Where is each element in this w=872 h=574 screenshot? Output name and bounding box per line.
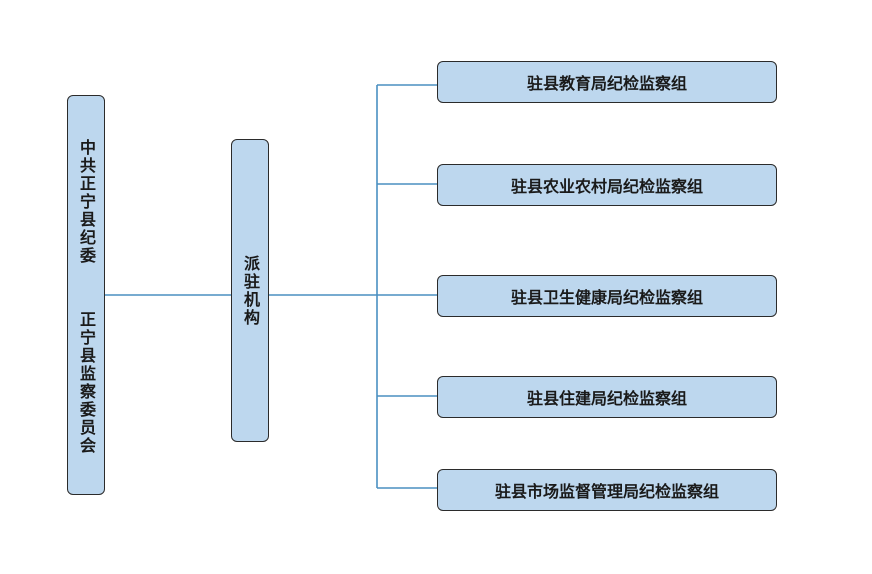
middle-node-label: 派驻机构 <box>241 254 260 327</box>
group-node-label: 驻县市场监督管理局纪检监察组 <box>494 482 719 501</box>
group-node-label: 驻县农业农村局纪检监察组 <box>510 177 703 196</box>
root-node-discipline-commission: 中共正宁县纪委 正宁县监察委员会 <box>67 95 105 495</box>
root-node-label-2: 正宁县监察委员会 <box>77 311 96 455</box>
group-node-education: 驻县教育局纪检监察组 <box>437 61 777 103</box>
group-node-agriculture: 驻县农业农村局纪检监察组 <box>437 164 777 206</box>
middle-node-dispatched-agencies: 派驻机构 <box>231 139 269 442</box>
group-node-label: 驻县教育局纪检监察组 <box>526 74 687 93</box>
root-node-label-1: 中共正宁县纪委 <box>77 139 96 265</box>
group-node-label: 驻县卫生健康局纪检监察组 <box>510 288 703 307</box>
group-node-housing: 驻县住建局纪检监察组 <box>437 376 777 418</box>
group-node-label: 驻县住建局纪检监察组 <box>526 389 687 408</box>
group-node-market-supervision: 驻县市场监督管理局纪检监察组 <box>437 469 777 511</box>
group-node-health: 驻县卫生健康局纪检监察组 <box>437 275 777 317</box>
